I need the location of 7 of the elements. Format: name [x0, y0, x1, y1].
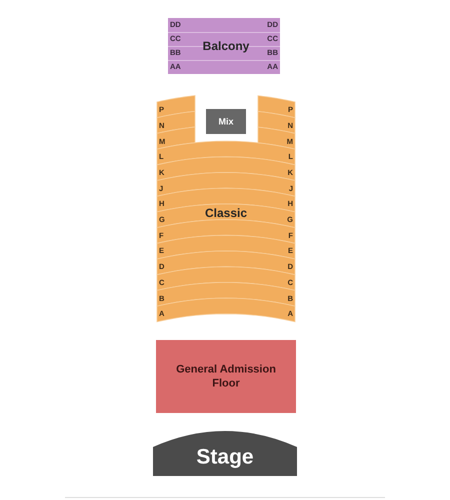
section-label: Stage [196, 446, 254, 467]
section-label: Classic [204, 207, 248, 219]
section-label: Balcony [202, 40, 250, 52]
section-label: General Admission Floor [175, 362, 277, 391]
mix-area [206, 109, 246, 134]
section-label: Mix [218, 117, 234, 126]
floor-section [156, 340, 296, 413]
